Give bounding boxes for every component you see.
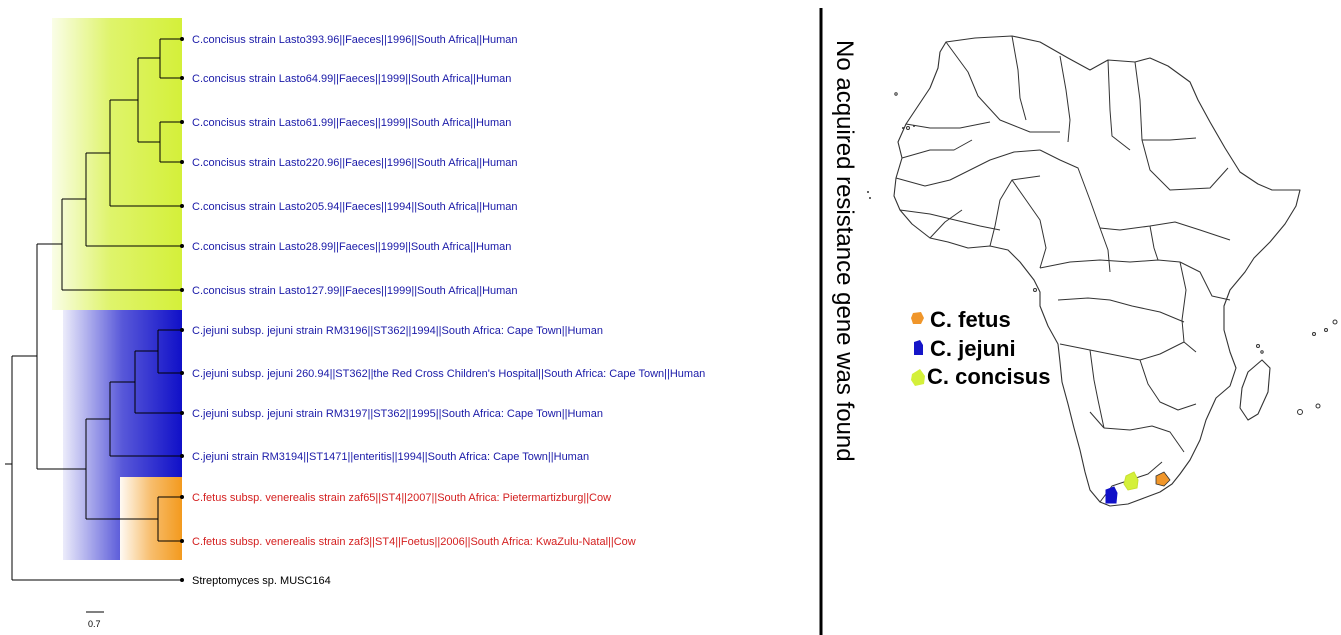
madagascar-shape [1239, 359, 1271, 421]
leaf-label: C.jejuni subsp. jejuni 260.94||ST362||th… [192, 368, 705, 380]
africa-map [867, 35, 1338, 507]
leaf-label: C.jejuni subsp. jejuni strain RM3197||ST… [192, 408, 603, 420]
leaf-label: C.fetus subsp. venerealis strain zaf65||… [192, 492, 611, 504]
legend: C. fetus C. jejuni C. concisus [911, 307, 1050, 389]
clade-band-concisus [52, 18, 182, 310]
legend-marker-jejuni [914, 340, 923, 355]
marker-concisus [1123, 471, 1139, 491]
africa-outline [893, 35, 1301, 507]
leaf-labels: C.concisus strain Lasto393.96||Faeces||1… [192, 34, 705, 587]
leaf-label: C.concisus strain Lasto61.99||Faeces||19… [192, 117, 511, 129]
leaf-label: C.concisus strain Lasto127.99||Faeces||1… [192, 285, 518, 297]
tip-dots [180, 37, 184, 582]
marker-jejuni [1105, 486, 1118, 504]
scale-bar-label: 0.7 [88, 619, 101, 629]
legend-label-jejuni: C. jejuni [930, 336, 1016, 361]
legend-marker-concisus [911, 369, 925, 386]
tree-branches [5, 38, 182, 581]
leaf-label: C.jejuni subsp. jejuni strain RM3196||ST… [192, 325, 603, 337]
legend-label-fetus: C. fetus [930, 307, 1011, 332]
legend-marker-fetus [911, 312, 924, 324]
legend-label-concisus: C. concisus [927, 364, 1050, 389]
leaf-label: C.jejuni strain RM3194||ST1471||enteriti… [192, 451, 589, 463]
leaf-label: Streptomyces sp. MUSC164 [192, 575, 331, 587]
leaf-label: C.concisus strain Lasto205.94||Faeces||1… [192, 201, 518, 213]
leaf-label: C.concisus strain Lasto28.99||Faeces||19… [192, 241, 511, 253]
leaf-label: C.fetus subsp. venerealis strain zaf3||S… [192, 536, 636, 548]
leaf-label: C.concisus strain Lasto64.99||Faeces||19… [192, 73, 511, 85]
leaf-label: C.concisus strain Lasto393.96||Faeces||1… [192, 34, 518, 46]
vertical-title: No acquired resistance gene was found [831, 40, 858, 462]
marker-fetus [1155, 471, 1171, 487]
leaf-label: C.concisus strain Lasto220.96||Faeces||1… [192, 157, 518, 169]
